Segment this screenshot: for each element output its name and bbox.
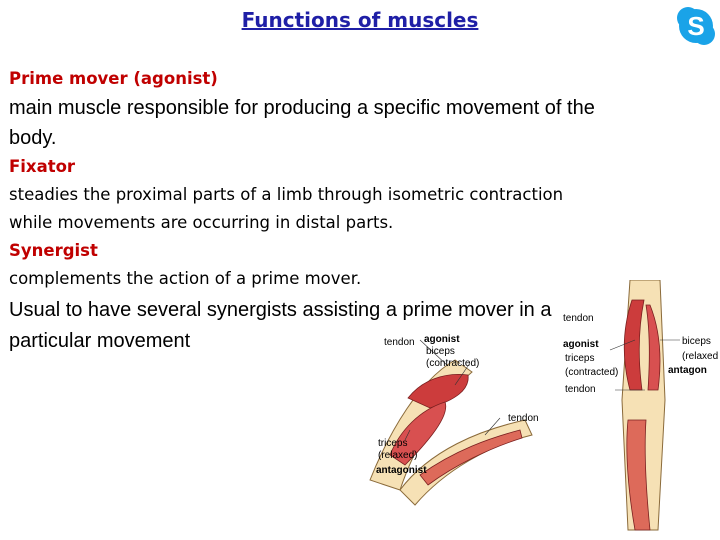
skype-logo-icon: S xyxy=(677,7,715,45)
bent-triceps-label: triceps xyxy=(378,438,407,449)
synergist-heading: Synergist xyxy=(9,241,98,260)
muscle-diagram: tendon agonist biceps (contracted) tendo… xyxy=(369,280,718,531)
bent-biceps-label: biceps xyxy=(426,346,455,357)
bent-contracted-label: (contracted) xyxy=(426,358,479,369)
slide-title: Functions of muscles xyxy=(241,8,479,32)
straight-arm-illustration xyxy=(621,280,666,531)
straight-tendon-low-label: tendon xyxy=(565,384,596,395)
prime-mover-text-line2: body. xyxy=(9,127,57,149)
prime-mover-heading: Prime mover (agonist) xyxy=(9,69,218,88)
bent-antagonist-label: antagonist xyxy=(376,465,427,476)
bent-tendon-top-label: tendon xyxy=(384,337,415,348)
svg-text:S: S xyxy=(687,11,704,41)
fixator-text-line1: steadies the proximal parts of a limb th… xyxy=(9,185,564,204)
bent-tendon-mid-label: tendon xyxy=(508,413,539,424)
fixator-text-line2: while movements are occurring in distal … xyxy=(9,213,394,232)
straight-tendon-top-label: tendon xyxy=(563,313,594,324)
fixator-heading: Fixator xyxy=(9,157,76,176)
straight-agonist-label: agonist xyxy=(563,339,599,350)
synergist-text-line1: complements the action of a prime mover. xyxy=(9,269,362,288)
straight-contracted-label: (contracted) xyxy=(565,367,618,378)
straight-triceps-label: triceps xyxy=(565,353,594,364)
straight-relaxed-label: (relaxed xyxy=(682,351,718,362)
bent-agonist-label: agonist xyxy=(424,334,460,345)
prime-mover-text-line1: main muscle responsible for producing a … xyxy=(9,97,595,119)
bent-arm-illustration xyxy=(369,359,533,506)
synergist-text-line3: particular movement xyxy=(9,330,191,352)
bent-relaxed-label: (relaxed) xyxy=(378,450,417,461)
straight-biceps-label: biceps xyxy=(682,336,711,347)
straight-antagonist-label: antagon xyxy=(668,365,707,376)
synergist-text-line2: Usual to have several synergists assisti… xyxy=(9,299,552,321)
